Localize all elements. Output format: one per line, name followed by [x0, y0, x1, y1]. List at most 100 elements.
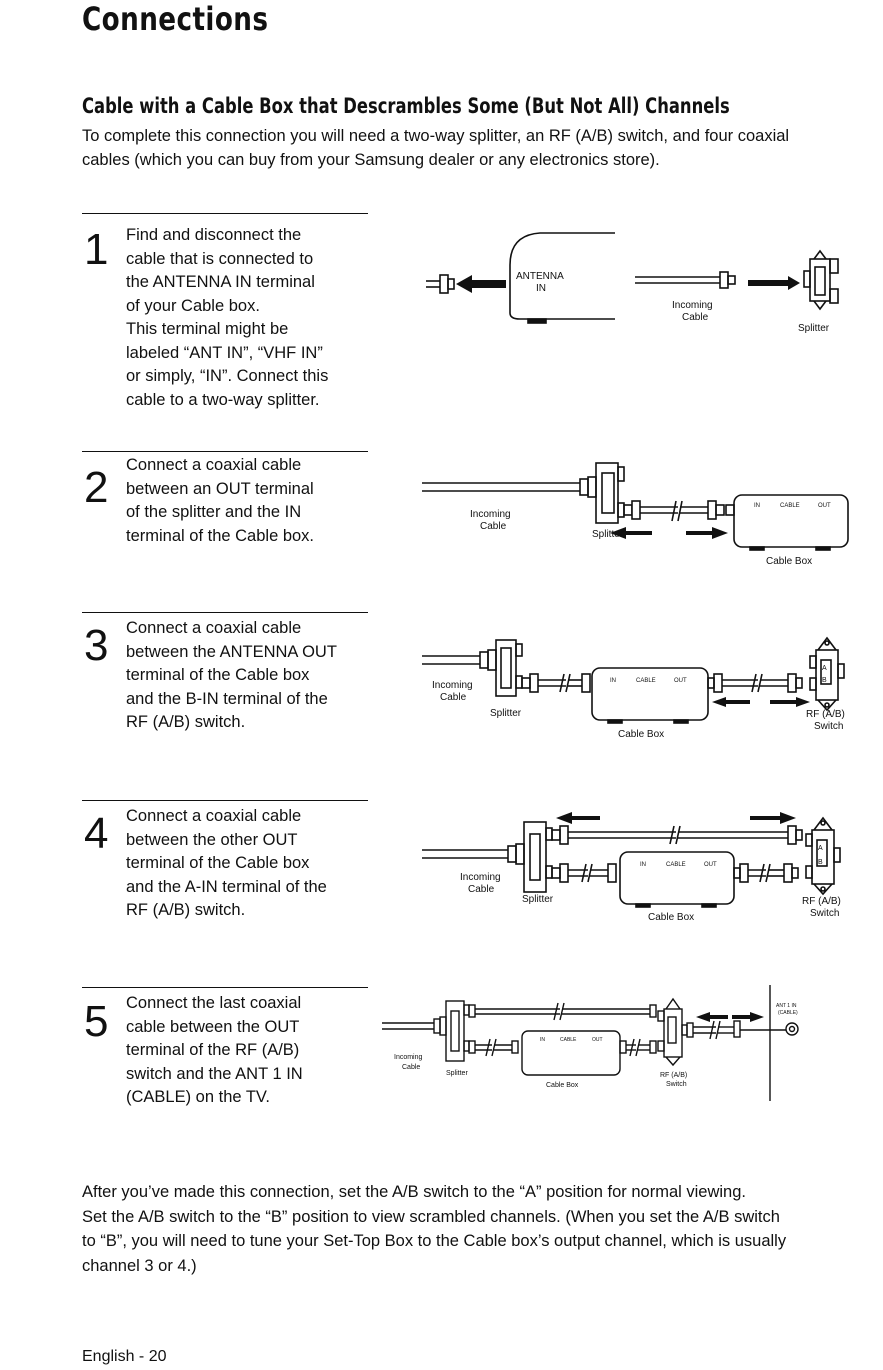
incoming-label-2: Cable — [402, 1064, 420, 1071]
arrow-right-icon — [750, 812, 796, 824]
cable-box-label: Cable Box — [618, 729, 664, 740]
cable-box-label: Cable Box — [648, 912, 694, 923]
step-line: RF (A/B) switch. — [126, 901, 246, 919]
splitter-label: Splitter — [798, 323, 830, 334]
box-out-label: OUT — [674, 678, 687, 684]
arrow-left-icon — [696, 1012, 728, 1022]
step-line: the ANTENNA IN terminal — [126, 273, 315, 291]
step-1-number: 1 — [84, 225, 109, 274]
box-in-label: IN — [610, 678, 616, 684]
arrow-left-icon — [712, 697, 750, 707]
intro-paragraph: To complete this connection you will nee… — [82, 124, 882, 172]
tv-ant-label-1: ANT 1 IN — [776, 1003, 797, 1009]
step-3-number: 3 — [84, 621, 109, 670]
step-5-number: 5 — [84, 997, 109, 1046]
step-3-rule — [82, 612, 368, 613]
rf-b-label: B — [818, 859, 823, 866]
arrow-left-icon — [556, 812, 600, 824]
arrow-right-icon — [770, 697, 810, 707]
intro-line: To complete this connection you will nee… — [82, 127, 790, 145]
incoming-label-1: Incoming — [432, 680, 473, 691]
arrow-right-icon — [686, 527, 728, 539]
incoming-label-1: Incoming — [460, 872, 501, 883]
rf-label-2: Switch — [810, 908, 839, 919]
box-in-label: IN — [754, 503, 760, 509]
step-line: between an OUT terminal — [126, 479, 314, 498]
incoming-label-2: Cable — [682, 312, 709, 323]
diagram-step-1: ANTENNA IN Incoming Cable Splitter — [426, 232, 839, 334]
tv-ant-label-2: (CABLE) — [778, 1010, 798, 1016]
step-2-number: 2 — [84, 463, 109, 512]
diagram-step-4: Incoming Cable Splitter IN CABLE OUT Cab… — [422, 812, 841, 923]
step-line: This terminal might be — [126, 320, 289, 338]
step-4-rule — [82, 800, 368, 801]
step-line: Connect the last coaxial — [126, 994, 302, 1012]
box-cable-label: CABLE — [780, 503, 800, 509]
step-line: of the splitter and the IN — [126, 503, 302, 521]
box-out-label: OUT — [592, 1037, 603, 1043]
box-cable-label: CABLE — [560, 1037, 577, 1043]
arrow-right-icon — [748, 276, 800, 290]
step-line: (CABLE) on the TV. — [126, 1088, 270, 1106]
incoming-label-1: Incoming — [672, 300, 713, 311]
step-line: labeled “ANT IN”, “VHF IN” — [126, 343, 323, 362]
step-line: Connect a coaxial cable — [126, 456, 302, 474]
step-2-rule — [82, 451, 368, 452]
box-out-label: OUT — [818, 503, 831, 509]
step-line: cable to a two-way splitter. — [126, 390, 320, 409]
incoming-label-2: Cable — [480, 521, 507, 532]
step-4-number: 4 — [84, 809, 109, 858]
box-cable-label: CABLE — [636, 678, 656, 684]
rf-label-2: Switch — [814, 721, 843, 732]
step-line: and the B-IN terminal of the — [126, 689, 328, 708]
outro-line: Set the A/B switch to the “B” position t… — [82, 1207, 780, 1226]
step-3-text: Connect a coaxial cable between the ANTE… — [126, 617, 374, 735]
box-out-label: OUT — [704, 862, 717, 868]
step-line: between the other OUT — [126, 830, 298, 849]
diagram-step-2: Incoming Cable Splitter IN CABLE OUT Cab… — [422, 462, 849, 567]
page-footer: English - 20 — [82, 1348, 167, 1365]
rf-b-label: B — [822, 677, 827, 684]
arrow-left-icon — [456, 275, 506, 293]
step-line: and the A-IN terminal of the — [126, 877, 327, 896]
incoming-label-2: Cable — [468, 884, 495, 895]
step-1-rule — [82, 213, 368, 214]
splitter-label: Splitter — [592, 529, 624, 540]
splitter-label: Splitter — [490, 708, 522, 719]
step-line: or simply, “IN”. Connect this — [126, 367, 329, 385]
arrow-left-icon — [610, 527, 652, 539]
step-2-text: Connect a coaxial cable between an OUT t… — [126, 454, 374, 548]
splitter-label: Splitter — [522, 894, 554, 905]
step-line: of your Cable box. — [126, 296, 260, 315]
cable-box-label: Cable Box — [766, 556, 812, 567]
step-5-text: Connect the last coaxial cable between t… — [126, 992, 374, 1110]
diagram-step-3: Incoming Cable Splitter IN CABLE OUT Cab… — [422, 636, 845, 740]
step-line: RF (A/B) switch. — [126, 713, 246, 731]
step-line: terminal of the Cable box — [126, 666, 310, 684]
outro-line: After you’ve made this connection, set t… — [82, 1183, 746, 1201]
box-cable-label: CABLE — [666, 862, 686, 868]
step-4-text: Connect a coaxial cable between the othe… — [126, 805, 374, 923]
incoming-label-1: Incoming — [470, 509, 511, 520]
box-in-label: IN — [540, 1037, 545, 1043]
step-line: terminal of the Cable box. — [126, 526, 315, 545]
antenna-in-label-2: IN — [536, 283, 546, 294]
closing-paragraph: After you’ve made this connection, set t… — [82, 1180, 882, 1278]
incoming-label-1: Incoming — [394, 1054, 423, 1061]
rf-label-1: RF (A/B) — [802, 896, 841, 907]
diagram-step-5: Incoming Cable Splitter IN CABLE OUT Cab… — [382, 985, 799, 1101]
cable-box-label: Cable Box — [546, 1082, 579, 1089]
step-line: cable between the OUT — [126, 1017, 300, 1036]
step-line: between the ANTENNA OUT — [126, 642, 337, 661]
rf-label-1: RF (A/B) — [660, 1072, 687, 1079]
step-line: cable that is connected to — [126, 249, 314, 268]
rf-label-1: RF (A/B) — [806, 709, 845, 720]
rf-a-label: A — [818, 845, 823, 852]
step-line: terminal of the Cable box — [126, 854, 310, 872]
incoming-label-2: Cable — [440, 692, 467, 703]
step-line: terminal of the RF (A/B) — [126, 1041, 300, 1059]
step-1-text: Find and disconnect the cable that is co… — [126, 224, 374, 412]
step-line: switch and the ANT 1 IN — [126, 1064, 303, 1083]
intro-line: cables (which you can buy from your Sams… — [82, 151, 660, 169]
page-title: Connections — [82, 0, 269, 38]
